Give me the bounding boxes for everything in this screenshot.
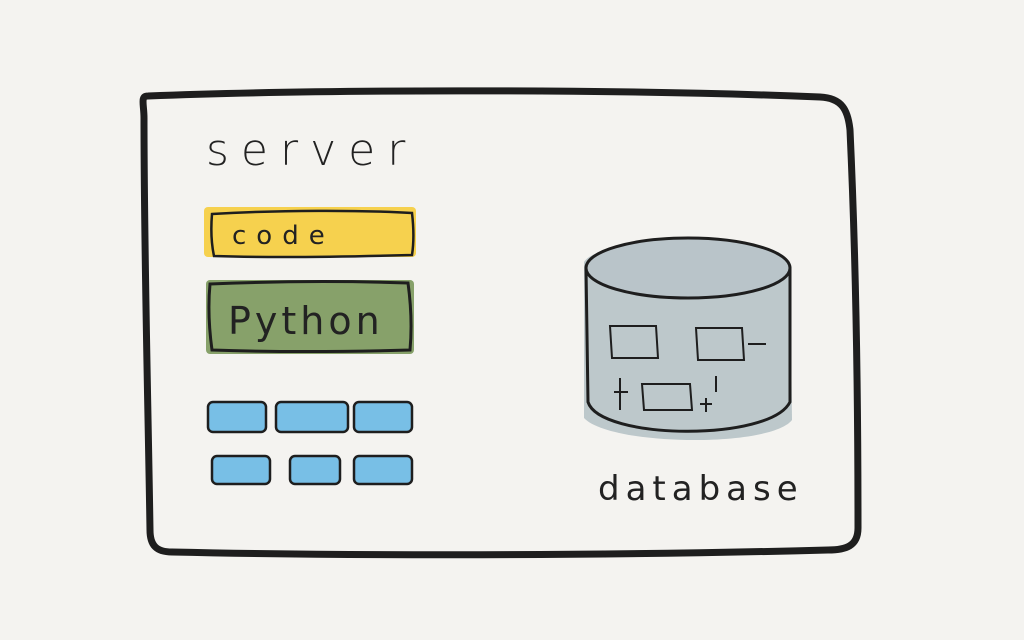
database-cylinder xyxy=(584,236,792,441)
db-table-icon-1 xyxy=(608,325,660,359)
database-label: database xyxy=(598,469,804,509)
python-bar-outline xyxy=(207,280,413,353)
block-1-3 xyxy=(352,400,414,434)
python-label: Python xyxy=(228,299,384,343)
db-connector-2 xyxy=(614,376,717,412)
python-bar: Python xyxy=(206,280,414,354)
blocks-row-1 xyxy=(206,400,414,434)
code-bar: code xyxy=(204,207,416,259)
database-sides xyxy=(584,266,792,433)
block-2-2 xyxy=(288,454,342,486)
server-title: server xyxy=(206,125,417,176)
code-label: code xyxy=(232,221,335,251)
block-2-3 xyxy=(352,454,414,486)
blocks-row-2 xyxy=(210,454,414,486)
block-2-1 xyxy=(210,454,272,486)
db-table-icon-3 xyxy=(640,383,694,411)
block-1-2 xyxy=(274,400,350,434)
code-bar-wash xyxy=(204,207,416,257)
db-table-icon-2 xyxy=(694,327,746,361)
database-top xyxy=(584,236,792,300)
code-bar-outline xyxy=(210,209,415,259)
python-bar-wash xyxy=(206,280,414,354)
block-1-1 xyxy=(206,400,268,434)
server-box xyxy=(139,87,862,559)
